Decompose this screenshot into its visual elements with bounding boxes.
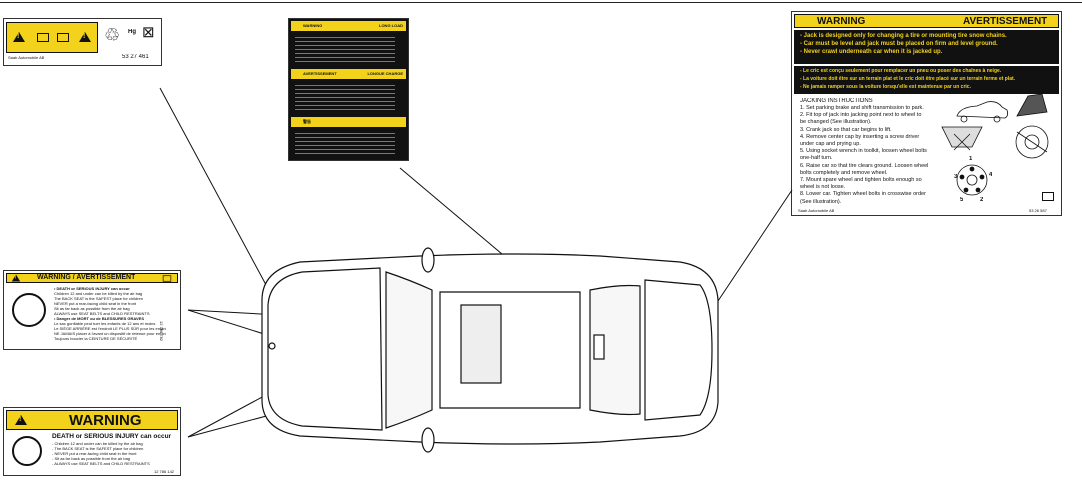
car-outline: [262, 248, 718, 452]
windshield: [386, 272, 432, 428]
fuel-cap: [269, 343, 275, 349]
mirror-right: [422, 428, 434, 452]
rear-emblem: [594, 335, 604, 359]
mirror-left: [422, 248, 434, 272]
leader-line-hazard-label: [160, 88, 272, 296]
sunroof: [461, 305, 501, 383]
